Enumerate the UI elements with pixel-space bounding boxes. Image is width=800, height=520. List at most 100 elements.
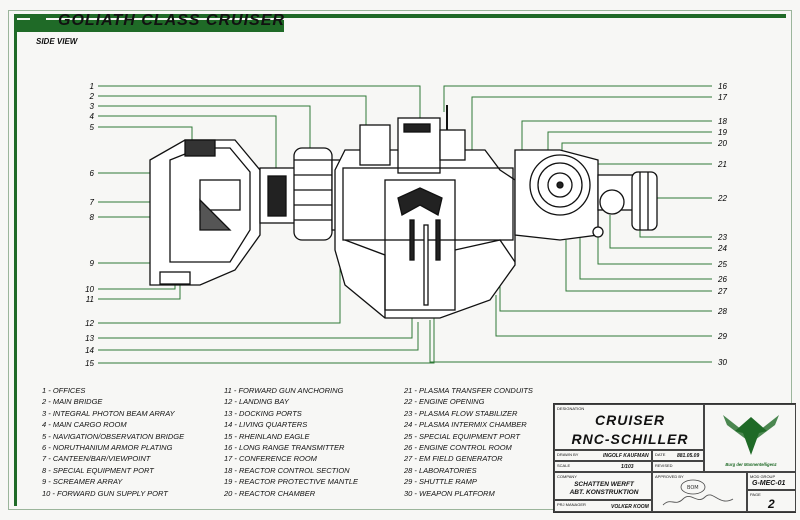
legend-item: 17 - CONFERENCE ROOM <box>224 454 317 464</box>
header-bar <box>14 14 786 18</box>
callout-number: 13 <box>85 334 94 343</box>
legend-item: 11 - FORWARD GUN ANCHORING <box>224 386 344 395</box>
callout-number: 16 <box>718 82 727 91</box>
view-label: SIDE VIEW <box>36 37 78 46</box>
callout-number: 26 <box>717 275 727 284</box>
callout-number: 17 <box>718 93 727 102</box>
drawn-by-label: DRAWN BY <box>557 452 579 457</box>
manager-label: PRJ MANAGER <box>557 502 586 507</box>
revised-cell: REVISED <box>652 461 704 472</box>
callout-number: 5 <box>90 123 95 132</box>
company-cell: COMPANY SCHATTEN WERFT ABT. KONSTRUKTION <box>554 472 652 500</box>
callout-number: 30 <box>718 358 727 367</box>
ship-hull <box>149 105 658 319</box>
rheinland-eagle-emblem <box>397 187 443 216</box>
legend-item: 12 - LANDING BAY <box>224 397 289 407</box>
callout-number: 6 <box>90 169 95 178</box>
mod-group-cell: MOD GROUP G-MEC-01 <box>747 472 796 490</box>
leader-line <box>565 240 712 292</box>
date-cell: DATE 881.05.09 <box>652 450 704 461</box>
callout-number: 14 <box>85 346 94 355</box>
page-cell: PAGE 2 <box>747 490 796 512</box>
callout-number: 7 <box>90 198 95 207</box>
callout-number: 18 <box>718 117 727 126</box>
callout-number: 24 <box>717 244 727 253</box>
scale-label: SCALE <box>557 463 571 468</box>
title-block: DESIGNATION CRUISER RNC-SCHILLER DRAWN B… <box>553 403 796 513</box>
leader-line <box>499 255 712 312</box>
title-bar <box>14 20 284 32</box>
callout-number: 2 <box>89 92 95 101</box>
legend-item: 8 - SPECIAL EQUIPMENT PORT <box>42 465 154 475</box>
callout-number: 10 <box>85 285 94 294</box>
legend-item: 5 - NAVIGATION/OBSERVATION BRIDGE <box>42 431 185 441</box>
callout-number: 20 <box>717 139 727 148</box>
callout-number: 15 <box>85 359 94 368</box>
manager-cell: PRJ MANAGER VOLKER KOOM <box>554 500 652 512</box>
leader-line <box>98 85 421 128</box>
legend-column-3: 21 - PLASMA TRANSFER CONDUITS 22 - ENGIN… <box>404 385 533 499</box>
leader-line <box>98 105 311 150</box>
callout-number: 29 <box>717 332 727 341</box>
approved-by-cell: APPROVED BY BOM <box>652 472 747 512</box>
callout-number: 22 <box>717 194 727 203</box>
leader-line <box>98 318 413 339</box>
legend-item: 30 - WEAPON PLATFORM <box>404 488 495 498</box>
designation-cell: DESIGNATION CRUISER RNC-SCHILLER <box>554 404 704 450</box>
designation-label: DESIGNATION <box>557 406 585 411</box>
legend-item: 3 - INTEGRAL PHOTON BEAM ARRAY <box>42 408 175 418</box>
company-line-2: ABT. KONSTRUKTION <box>569 489 639 496</box>
callout-number: 27 <box>717 287 727 296</box>
legend-item: 29 - SHUTTLE RAMP <box>404 477 477 487</box>
leader-line <box>495 295 712 337</box>
callout-number: 9 <box>90 259 95 268</box>
drawn-by-cell: DRAWN BY INGOLF KAUFMAN <box>554 450 652 461</box>
leader-line <box>521 120 712 158</box>
drawn-by-value: INGOLF KAUFMAN <box>603 453 649 459</box>
company-logo <box>723 415 779 455</box>
legend-item: 20 - REACTOR CHAMBER <box>224 488 316 498</box>
legend-item: 18 - REACTOR CONTROL SECTION <box>224 465 350 475</box>
leader-line <box>98 126 193 140</box>
legend-item: 16 - LONG RANGE TRANSMITTER <box>224 442 345 452</box>
mod-group-value: G-MEC-01 <box>752 480 786 487</box>
page-label: PAGE <box>750 492 761 497</box>
legend-item: 23 - PLASMA FLOW STABILIZER <box>404 408 518 418</box>
legend-item: 9 - SCREAMER ARRAY <box>42 477 123 487</box>
leader-line <box>471 96 712 150</box>
legend-item: 19 - REACTOR PROTECTIVE MANTLE <box>224 477 359 487</box>
engine-nozzle <box>631 171 658 231</box>
legend-item: 28 - LABORATORIES <box>404 465 477 475</box>
date-value: 881.05.09 <box>677 453 700 459</box>
leader-line <box>98 115 277 168</box>
sheet-frame <box>8 10 792 510</box>
legend-item: 21 - PLASMA TRANSFER CONDUITS <box>404 386 533 395</box>
callout-number: 28 <box>717 307 727 316</box>
leader-line <box>98 285 181 300</box>
callout-number: 12 <box>85 319 94 328</box>
logo-cell: Burg der Mannentelligenz <box>704 404 796 472</box>
legend-item: 24 - PLASMA INTERMIX CHAMBER <box>404 420 527 430</box>
legend-item: 2 - MAIN BRIDGE <box>42 397 103 407</box>
plasma-intermix-chamber <box>599 189 625 215</box>
leader-line <box>429 320 712 363</box>
leader-line <box>443 85 712 112</box>
callout-number: 11 <box>86 295 94 304</box>
leader-line <box>98 322 419 351</box>
company-label: COMPANY <box>557 474 577 479</box>
forward-gun-drum <box>293 147 333 241</box>
designation-line-1: CRUISER <box>594 412 665 428</box>
designation-line-2: RNC-SCHILLER <box>571 431 689 447</box>
callout-number: 1 <box>90 82 94 91</box>
legend-column-1: 1 - OFFICES 2 - MAIN BRIDGE 3 - INTEGRAL… <box>42 385 184 499</box>
legend-column-2: 11 - FORWARD GUN ANCHORING 12 - LANDING … <box>224 385 358 499</box>
approved-by-label: APPROVED BY <box>655 474 684 479</box>
signature <box>662 494 734 506</box>
legend-item: 10 - FORWARD GUN SUPPLY PORT <box>42 488 168 498</box>
legend-item: 27 - EM FIELD GENERATOR <box>404 454 503 464</box>
left-margin-bar <box>14 18 17 506</box>
approval-seal-and-signature: BOM <box>662 479 734 506</box>
